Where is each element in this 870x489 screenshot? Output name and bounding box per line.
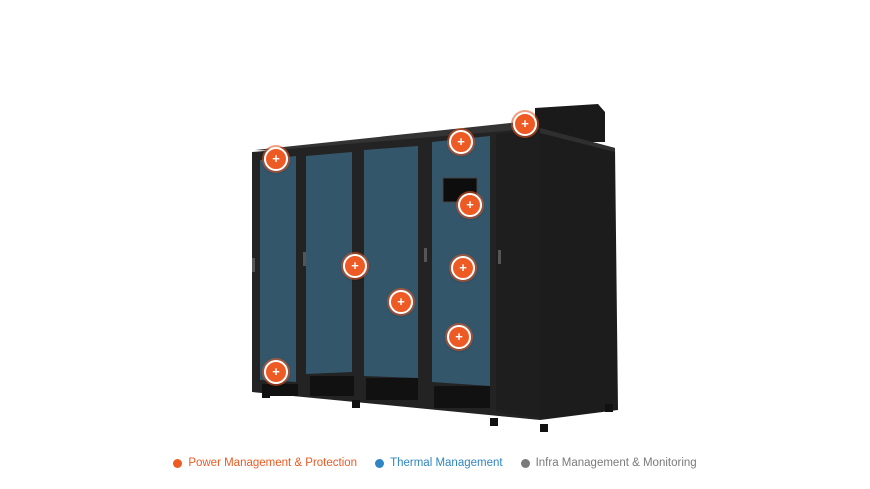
legend-item-thermal[interactable]: Thermal Management bbox=[375, 457, 503, 469]
hotspot-marker[interactable]: + bbox=[343, 254, 367, 278]
legend-dot-icon bbox=[520, 458, 530, 468]
hotspot-marker[interactable]: + bbox=[513, 112, 537, 136]
legend-dot-icon bbox=[173, 458, 183, 468]
legend-label-power: Power Management & Protection bbox=[188, 457, 358, 469]
hotspot-marker[interactable]: + bbox=[447, 325, 471, 349]
legend-label-infra: Infra Management & Monitoring bbox=[535, 457, 697, 469]
hotspot-marker[interactable]: + bbox=[451, 256, 475, 280]
legend-item-infra[interactable]: Infra Management & Monitoring bbox=[520, 457, 697, 469]
hotspot-marker[interactable]: + bbox=[264, 147, 288, 171]
legend-label-thermal: Thermal Management bbox=[390, 457, 503, 469]
legend-dot-icon bbox=[375, 458, 385, 468]
hotspot-marker[interactable]: + bbox=[264, 360, 288, 384]
hotspot-marker[interactable]: + bbox=[458, 193, 482, 217]
hotspot-marker[interactable]: + bbox=[389, 290, 413, 314]
category-legend: Power Management & Protection Thermal Ma… bbox=[0, 457, 870, 469]
legend-item-power[interactable]: Power Management & Protection bbox=[173, 457, 357, 469]
hotspot-marker[interactable]: + bbox=[449, 130, 473, 154]
